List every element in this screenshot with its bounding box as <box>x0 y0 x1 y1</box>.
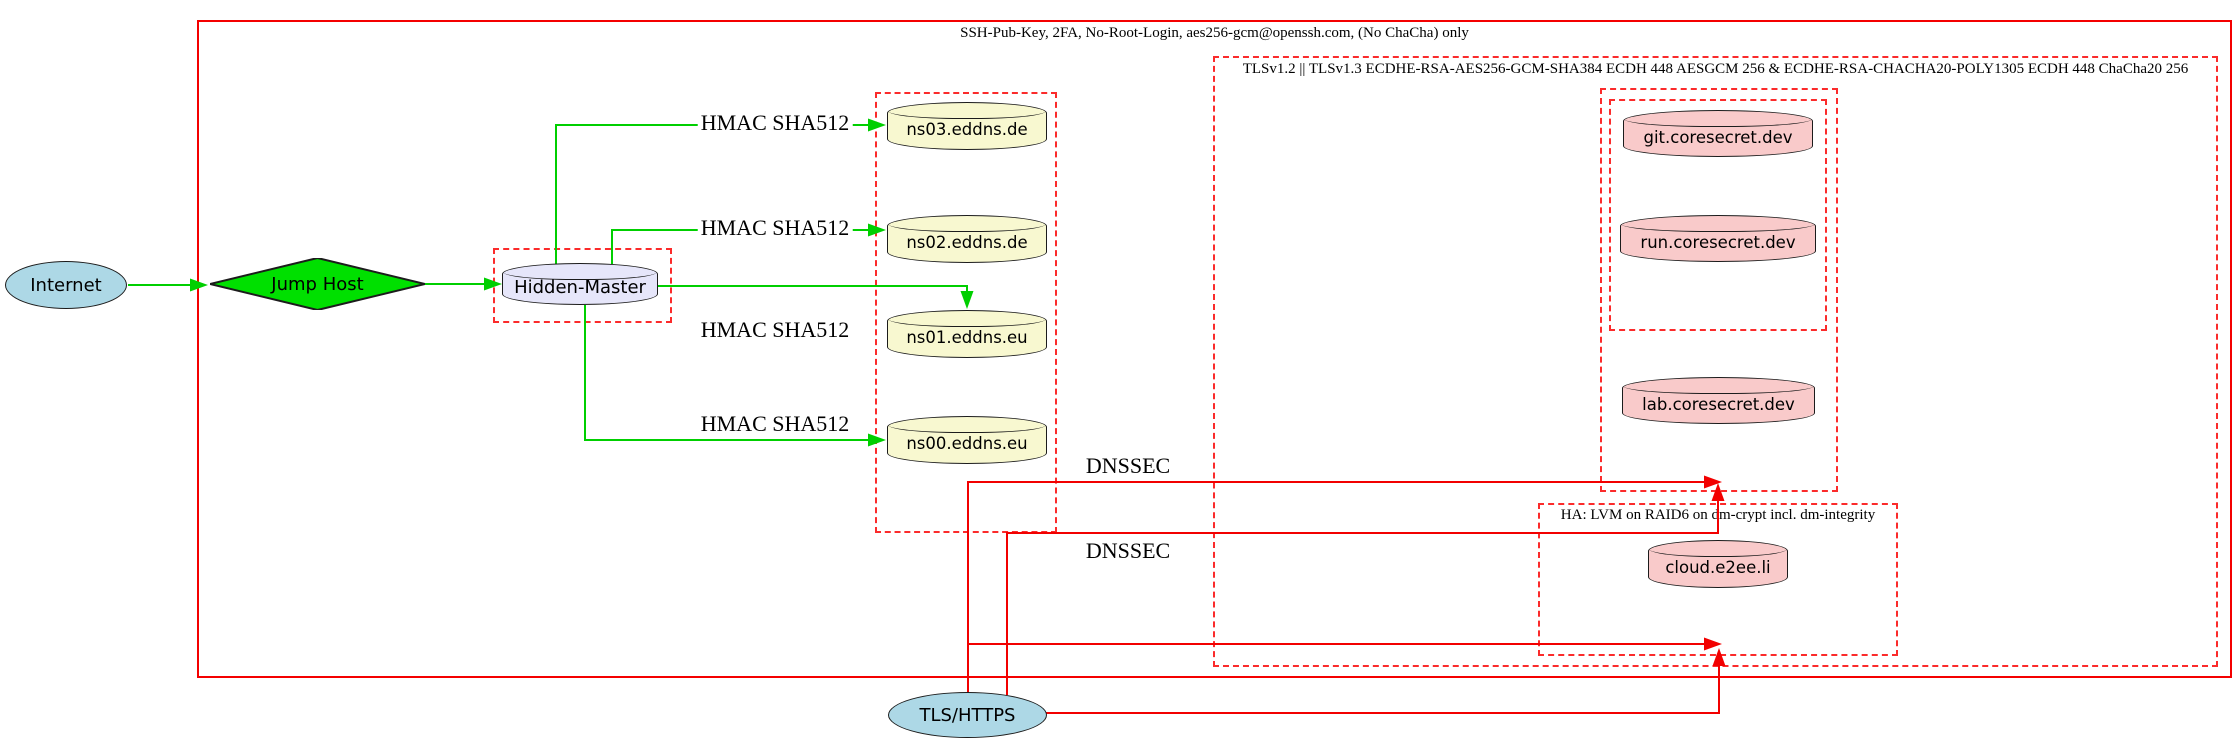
node-jump-host: Jump Host <box>210 258 425 310</box>
edge-tlshttps-ha-1 <box>967 643 1704 693</box>
edge-hiddenmaster-ns01 <box>658 285 968 291</box>
node-ns02: ns02.eddns.de <box>887 215 1047 263</box>
edge-tlshttps-coresecret-1-arrowhead <box>1704 475 1722 489</box>
node-ns00-label: ns00.eddns.eu <box>906 434 1028 453</box>
node-internet: Internet <box>5 261 127 309</box>
node-ns03-label: ns03.eddns.de <box>906 120 1028 139</box>
edge-label-hmac-ns00: HMAC SHA512 <box>697 412 853 436</box>
node-tls-https: TLS/HTTPS <box>888 692 1047 738</box>
edge-hiddenmaster-ns03 <box>555 124 868 264</box>
edge-label-hmac-ns01: HMAC SHA512 <box>697 318 853 342</box>
node-cloud-e2ee-label: cloud.e2ee.li <box>1665 558 1771 577</box>
node-lab-coresecret-label: lab.coresecret.dev <box>1642 394 1795 414</box>
node-ns01: ns01.eddns.eu <box>887 310 1047 358</box>
node-cloud-e2ee: cloud.e2ee.li <box>1648 540 1788 588</box>
cluster-coresecret-inner-box <box>1609 99 1827 331</box>
edge-hiddenmaster-ns03-arrowhead <box>868 118 886 132</box>
node-ns02-label: ns02.eddns.de <box>906 233 1028 252</box>
edge-tlshttps-coresecret-1 <box>967 481 1704 693</box>
edge-tlshttps-coresecret-2 <box>1006 499 1719 695</box>
edge-jumphost-hiddenmaster-arrowhead <box>484 277 502 291</box>
node-lab-coresecret: lab.coresecret.dev <box>1622 377 1815 424</box>
node-ns01-label: ns01.eddns.eu <box>906 328 1028 347</box>
edge-tlshttps-ha-1-arrowhead <box>1704 637 1722 651</box>
node-ns00: ns00.eddns.eu <box>887 416 1047 464</box>
cluster-ssh-label: SSH-Pub-Key, 2FA, No-Root-Login, aes256-… <box>960 25 1469 41</box>
node-git-coresecret: git.coresecret.dev <box>1623 110 1813 157</box>
edge-hiddenmaster-ns01-arrowhead <box>960 291 974 309</box>
node-run-coresecret: run.coresecret.dev <box>1620 215 1816 262</box>
cluster-ssh-box <box>197 20 2232 678</box>
cluster-tls-label: TLSv1.2 || TLSv1.3 ECDHE-RSA-AES256-GCM-… <box>1242 61 2189 77</box>
edge-hiddenmaster-ns00 <box>584 305 868 441</box>
cluster-nameservers-box <box>875 92 1057 533</box>
edge-tlshttps-ha-2 <box>1046 664 1720 714</box>
edge-label-hmac-ns03: HMAC SHA512 <box>697 111 853 135</box>
edge-label-dnssec-2: DNSSEC <box>1082 539 1174 563</box>
node-hidden-master-label: Hidden-Master <box>514 277 646 298</box>
node-run-coresecret-label: run.coresecret.dev <box>1640 232 1796 252</box>
node-tls-https-label: TLS/HTTPS <box>919 704 1016 726</box>
edge-hiddenmaster-ns00-arrowhead <box>868 433 886 447</box>
node-git-coresecret-label: git.coresecret.dev <box>1643 127 1793 147</box>
edge-tlshttps-ha-2-arrowhead <box>1712 648 1726 666</box>
node-internet-label: Internet <box>30 274 102 296</box>
node-jump-host-label: Jump Host <box>271 273 364 295</box>
node-hidden-master: Hidden-Master <box>502 263 658 305</box>
node-ns03: ns03.eddns.de <box>887 102 1047 150</box>
jump-host-diamond-shape <box>210 258 425 310</box>
edge-label-hmac-ns02: HMAC SHA512 <box>697 216 853 240</box>
edge-internet-jumphost-arrowhead <box>190 278 208 292</box>
edge-hiddenmaster-ns02-arrowhead <box>868 223 886 237</box>
edge-label-dnssec-1: DNSSEC <box>1082 454 1174 478</box>
edge-tlshttps-coresecret-2-arrowhead <box>1711 483 1725 501</box>
